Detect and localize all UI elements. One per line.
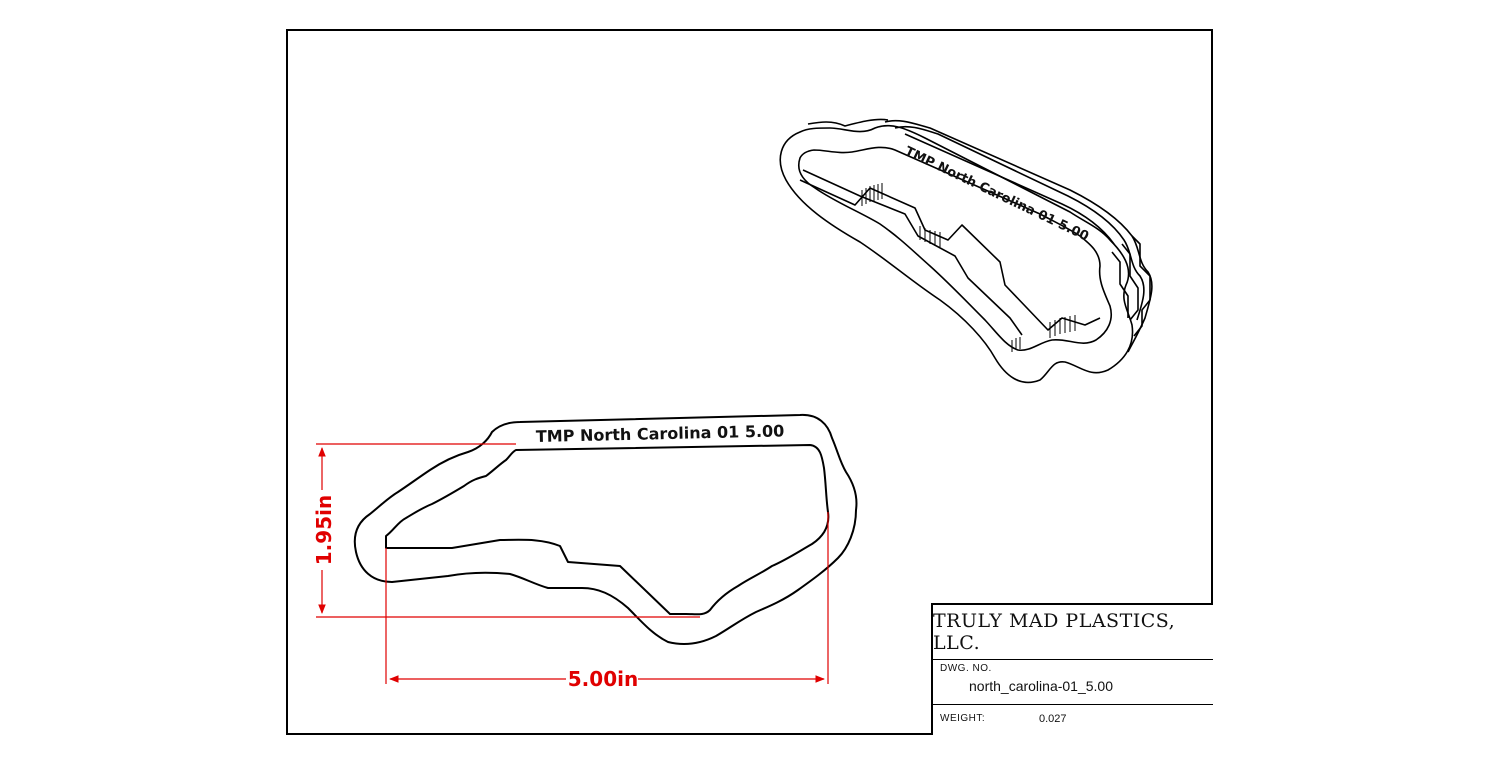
weight-label: WEIGHT: <box>940 713 986 724</box>
isometric-view <box>779 118 1153 384</box>
title-block: TRULY MAD PLASTICS, LLC. DWG. NO. north_… <box>931 603 1213 735</box>
weight-value: 0.027 <box>1039 713 1067 725</box>
plan-view <box>353 413 858 645</box>
iso-side-layers <box>1131 235 1151 337</box>
iso-shading <box>861 183 1076 352</box>
iso-inner-edge <box>798 146 1112 352</box>
sheet-border <box>286 29 1213 735</box>
height-label-bg <box>310 490 336 570</box>
iso-back-wall <box>884 119 1153 353</box>
drawing-number-cell: DWG. NO. north_carolina-01_5.00 <box>933 660 1213 705</box>
iso-outer-edge <box>779 124 1134 384</box>
plan-engraving: TMP North Carolina 01 5.00 <box>536 421 785 446</box>
iso-inner-floor-2 <box>802 169 1023 336</box>
iso-back-wall-2 <box>894 125 1145 321</box>
width-dimension-label: 5.00in <box>568 667 638 691</box>
company-name: TRULY MAD PLASTICS, LLC. <box>933 605 1213 660</box>
plan-outer-outline <box>353 413 858 645</box>
iso-outer-edge-2 <box>807 118 889 127</box>
drawing-number: north_carolina-01_5.00 <box>969 678 1113 694</box>
plan-inner-outline <box>385 444 830 616</box>
dimension-lines <box>316 443 829 684</box>
drawing-number-label: DWG. NO. <box>940 663 992 674</box>
width-label-bg <box>566 668 638 690</box>
weight-cell: WEIGHT: 0.027 <box>933 705 1213 735</box>
height-dimension-label: 1.95in <box>312 495 336 565</box>
